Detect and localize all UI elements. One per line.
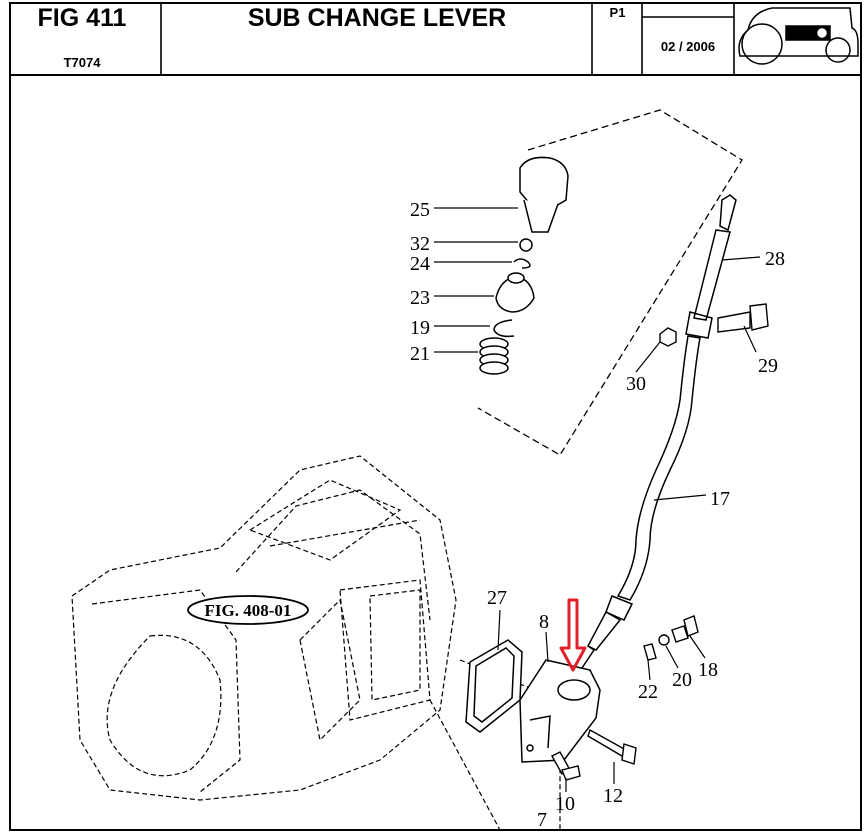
washer-20 — [658, 634, 670, 646]
bolt-12 — [587, 728, 637, 765]
callout: 8 — [539, 611, 549, 633]
sub-change-lever-rod — [581, 194, 737, 669]
reference-label: FIG. 408-01 — [205, 601, 292, 620]
nut-32 — [519, 238, 533, 252]
bolt-18 — [671, 615, 699, 643]
bolt-10 — [551, 751, 581, 781]
sheet-border — [9, 2, 862, 831]
callout: 22 — [638, 681, 658, 703]
tractor-logo-icon — [738, 7, 859, 65]
callout: 29 — [758, 355, 778, 377]
knob-assembly-detail-frame — [477, 109, 743, 456]
callout: 30 — [626, 373, 646, 395]
revision-date: 02 / 2006 — [660, 39, 716, 54]
bolt-29 — [717, 303, 769, 333]
spring-pin-24 — [513, 258, 531, 269]
pin-22 — [643, 643, 657, 661]
callout: 28 — [765, 248, 785, 270]
page-title: SUB CHANGE LEVER — [247, 4, 507, 32]
nut-30 — [659, 327, 677, 347]
callout: 25 — [410, 199, 430, 221]
snap-ring-19 — [493, 319, 515, 338]
spring-21 — [479, 337, 509, 375]
callout: 19 — [410, 317, 430, 339]
bracket-8 — [519, 659, 601, 763]
callout: 23 — [410, 287, 430, 309]
highlight-arrow — [559, 598, 587, 672]
reference-ellipse — [187, 595, 309, 625]
callout: 17 — [710, 488, 730, 510]
model-code: T7074 — [63, 55, 101, 70]
callout: 10 — [555, 793, 575, 815]
fig-number: FIG 411 — [37, 4, 127, 32]
knob-parts — [479, 156, 569, 375]
callout-labels: 25 32 24 23 19 21 28 29 30 17 27 8 22 20… — [410, 199, 785, 831]
gasket-27 — [465, 639, 523, 733]
leader-lines — [434, 207, 761, 792]
callout: 21 — [410, 343, 430, 365]
callout: 20 — [672, 669, 692, 691]
callout: 27 — [487, 587, 507, 609]
callout: 7 — [537, 809, 547, 831]
callout: 32 — [410, 233, 430, 255]
transmission-housing — [71, 455, 561, 831]
knob-25 — [519, 156, 569, 207]
callout: 24 — [410, 253, 430, 275]
page-number: P1 — [609, 5, 626, 20]
callout: 12 — [603, 785, 623, 807]
callout: 18 — [698, 659, 718, 681]
